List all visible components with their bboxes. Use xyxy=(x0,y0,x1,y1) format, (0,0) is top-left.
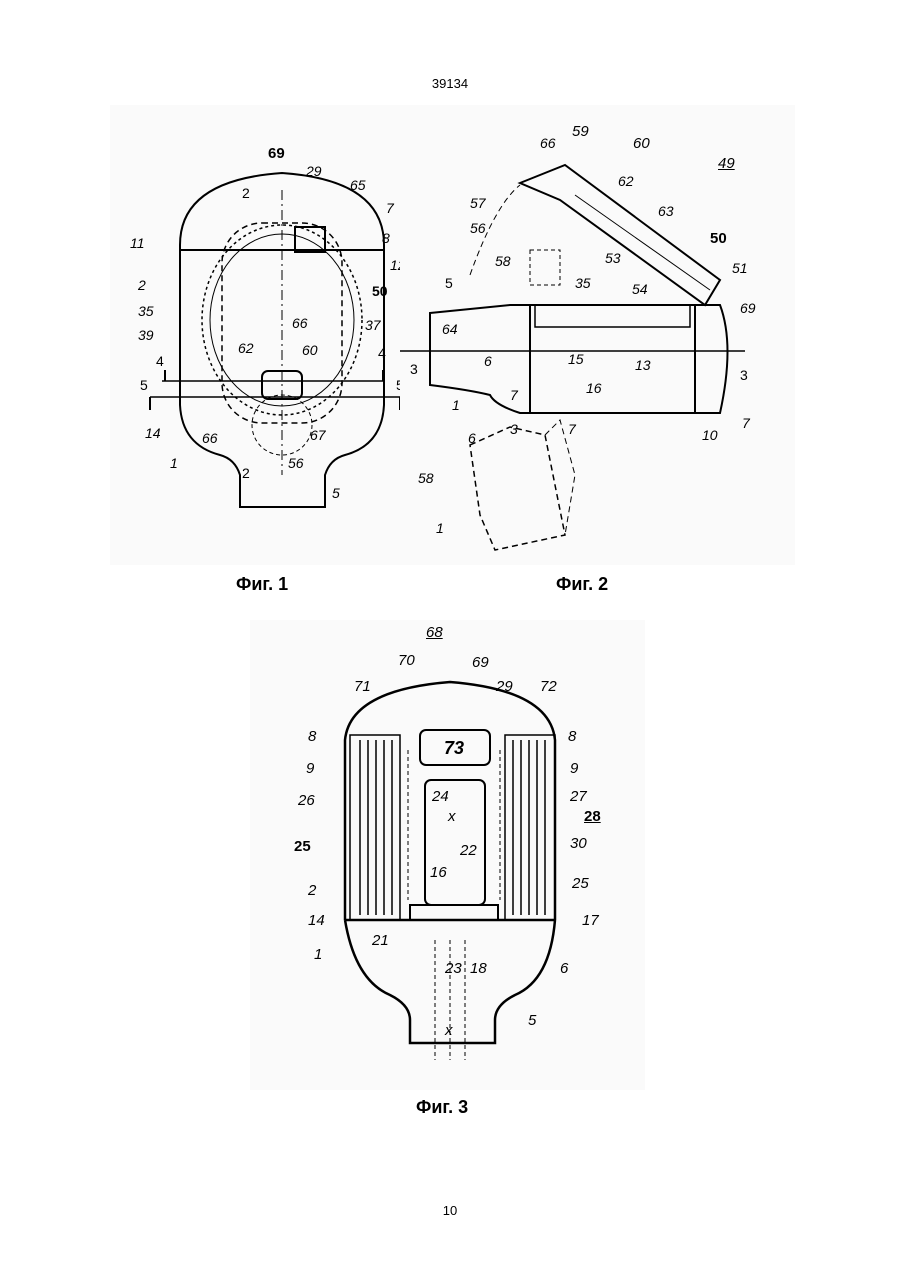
label: 59 xyxy=(572,123,589,140)
label: 51 xyxy=(732,260,748,276)
label: 65 xyxy=(350,177,366,193)
label: 66 xyxy=(540,135,556,151)
figure-3-caption: Фиг. 3 xyxy=(416,1097,468,1118)
label: 25 xyxy=(294,838,311,855)
label: 2 xyxy=(242,185,250,201)
label: 7 xyxy=(386,200,394,216)
label: 1 xyxy=(452,397,460,413)
label: 8 xyxy=(382,230,390,246)
label: 29 xyxy=(306,163,322,179)
label: 30 xyxy=(570,835,587,852)
label: 14 xyxy=(145,425,161,441)
label: 11 xyxy=(130,235,145,251)
label: 1 xyxy=(314,946,322,963)
label: 23 xyxy=(445,960,462,977)
label: 7 xyxy=(510,387,518,403)
label: 13 xyxy=(635,357,651,373)
label: 39 xyxy=(138,327,154,343)
figure-1-caption: Фиг. 1 xyxy=(236,574,288,595)
label: 71 xyxy=(354,678,371,695)
label: 70 xyxy=(398,652,415,669)
label: 7 xyxy=(742,415,750,431)
figure-1: 69 29 65 7 2 8 11 12 2 50 35 37 39 66 62… xyxy=(110,105,435,565)
label: 50 xyxy=(710,230,727,247)
label: 56 xyxy=(288,455,304,471)
label: 66 xyxy=(292,315,308,331)
label: 3 xyxy=(740,367,748,383)
label: 58 xyxy=(495,253,511,269)
label: 49 xyxy=(718,155,735,172)
label: 6 xyxy=(484,353,492,369)
label: 69 xyxy=(472,654,489,671)
label: 9 xyxy=(570,760,578,777)
label: 10 xyxy=(702,427,718,443)
label: 57 xyxy=(470,195,486,211)
label: 60 xyxy=(302,342,318,358)
label: 4 xyxy=(156,353,164,369)
label: 18 xyxy=(470,960,487,977)
label: 64 xyxy=(442,321,458,337)
label: 56 xyxy=(470,220,486,236)
label: 25 xyxy=(572,875,589,892)
label: 67 xyxy=(310,427,326,443)
figure-2: 66 59 60 49 57 62 63 56 50 58 53 5 35 54… xyxy=(400,105,795,565)
label: 29 xyxy=(496,678,513,695)
label: 2 xyxy=(308,882,316,899)
label: 28 xyxy=(584,808,601,825)
figure-1-drawing xyxy=(110,105,435,565)
label: 27 xyxy=(570,788,587,805)
label: 8 xyxy=(568,728,576,745)
label: 60 xyxy=(633,135,650,152)
label: 9 xyxy=(306,760,314,777)
label: 2 xyxy=(138,277,146,293)
label: 73 xyxy=(444,738,464,759)
label: 54 xyxy=(632,281,648,297)
label: 7 xyxy=(568,421,576,437)
label: 15 xyxy=(568,351,584,367)
figure-2-caption: Фиг. 2 xyxy=(556,574,608,595)
label: 24 xyxy=(432,788,449,805)
label: 53 xyxy=(605,250,621,266)
label: 21 xyxy=(372,932,389,949)
label: x xyxy=(448,808,456,825)
figure-3-drawing xyxy=(250,620,645,1090)
label: 58 xyxy=(418,470,434,486)
label: 63 xyxy=(658,203,674,219)
label: 3 xyxy=(410,361,418,377)
label: 1 xyxy=(436,520,444,536)
label: 16 xyxy=(430,864,447,881)
label: 35 xyxy=(575,275,591,291)
label: 50 xyxy=(372,283,388,299)
label: 72 xyxy=(540,678,557,695)
label: 6 xyxy=(560,960,568,977)
label: 5 xyxy=(445,275,453,291)
label: 62 xyxy=(618,173,634,189)
figure-2-drawing xyxy=(400,105,795,565)
label: 5 xyxy=(332,485,340,501)
label: 6 xyxy=(468,430,476,446)
label: 1 xyxy=(170,455,178,471)
label: 17 xyxy=(582,912,599,929)
figure-3: 68 70 69 71 29 72 8 8 73 9 9 24 27 26 x … xyxy=(250,620,645,1090)
label: 2 xyxy=(242,465,250,481)
label: 37 xyxy=(365,317,381,333)
label: 8 xyxy=(308,728,316,745)
label: 69 xyxy=(740,300,756,316)
label: 62 xyxy=(238,340,254,356)
label: 4 xyxy=(378,345,386,361)
label: 3 xyxy=(510,421,518,437)
page-number-top: 39134 xyxy=(350,76,550,91)
label: 26 xyxy=(298,792,315,809)
page-number-bottom: 10 xyxy=(350,1203,550,1218)
label: 66 xyxy=(202,430,218,446)
label: 22 xyxy=(460,842,477,859)
label: 69 xyxy=(268,145,285,162)
label: 16 xyxy=(586,380,602,396)
label: 14 xyxy=(308,912,325,929)
label: 35 xyxy=(138,303,154,319)
label: 68 xyxy=(426,624,443,641)
label: 5 xyxy=(528,1012,536,1029)
label: x xyxy=(445,1022,453,1039)
label: 5 xyxy=(140,377,148,393)
